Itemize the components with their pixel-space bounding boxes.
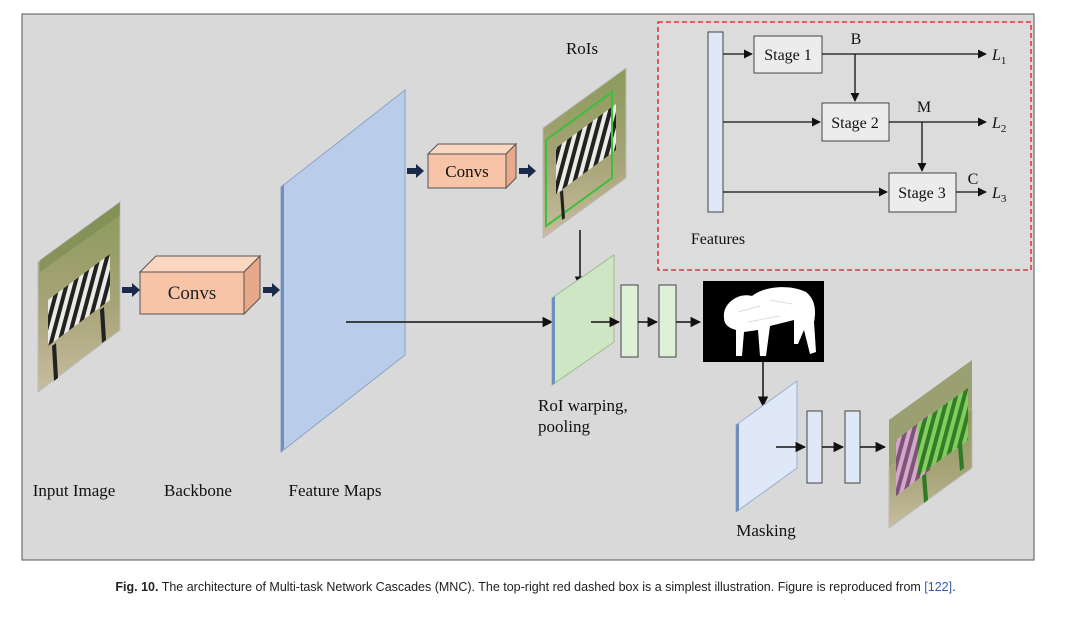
mask-output-image <box>703 281 824 362</box>
loss2-label: L2 <box>991 115 1006 135</box>
stage2-output-m: M <box>917 99 931 116</box>
input-image <box>37 201 121 394</box>
loss3-label: L3 <box>991 185 1007 205</box>
stage2-label: Stage 2 <box>831 115 879 132</box>
stage1-output-b: B <box>851 31 862 48</box>
rois-image <box>542 67 627 239</box>
feature-maps-plane <box>280 88 406 454</box>
arrow-featuremaps-to-roi-convs <box>407 164 424 178</box>
backbone-label: Backbone <box>164 481 232 500</box>
loss3-symbol: L <box>991 185 1001 202</box>
cascade-inset: Features Stage 1 Stage 2 Stage 3 B M C L… <box>657 21 1032 271</box>
inset-features-bar <box>707 31 724 213</box>
stage1-box <box>753 35 823 74</box>
roi-convs-box: Convs <box>426 142 518 190</box>
figure-caption: Fig. 10. The architecture of Multi-task … <box>0 580 1071 594</box>
loss2-symbol: L <box>991 115 1001 132</box>
roi-warping-label-line1: RoI warping, <box>538 396 628 415</box>
caption-figure-number: Fig. 10. <box>115 580 159 594</box>
mask-fc-layer-2 <box>658 284 677 358</box>
backbone-convs-box: Convs <box>138 254 262 316</box>
masking-plane <box>735 380 798 513</box>
caption-text-end: . <box>952 580 956 594</box>
inset-features-label: Features <box>691 231 745 248</box>
arrow-roi-convs-to-rois <box>519 164 536 178</box>
arrow-input-to-backbone <box>122 283 140 297</box>
caption-text: The architecture of Multi-task Network C… <box>158 580 925 594</box>
caption-reference-link[interactable]: [122] <box>924 580 953 594</box>
roi-warping-plane <box>551 254 615 386</box>
stage3-label: Stage 3 <box>898 185 946 202</box>
loss1-label: L1 <box>991 47 1006 67</box>
stage3-box <box>888 172 957 213</box>
output-segmentation-image <box>888 360 973 529</box>
masking-label: Masking <box>736 521 796 540</box>
stage2-box <box>821 102 890 142</box>
backbone-convs-label: Convs <box>168 283 217 304</box>
mask-fc-layer-1 <box>620 284 639 358</box>
class-fc-layer-1 <box>806 410 823 484</box>
stage1-label: Stage 1 <box>764 47 812 64</box>
arrow-backbone-to-featuremaps <box>263 283 280 297</box>
loss3-subscript: 3 <box>1001 193 1007 205</box>
loss1-symbol: L <box>991 47 1001 64</box>
rois-label: RoIs <box>566 39 598 58</box>
roi-convs-label: Convs <box>445 162 488 181</box>
loss2-subscript: 2 <box>1001 123 1007 135</box>
stage3-output-c: C <box>968 171 979 188</box>
class-fc-layer-2 <box>844 410 861 484</box>
input-image-label: Input Image <box>33 481 116 500</box>
feature-maps-label: Feature Maps <box>288 481 381 500</box>
roi-warping-label-line2: pooling <box>538 417 590 436</box>
loss1-subscript: 1 <box>1001 55 1007 67</box>
